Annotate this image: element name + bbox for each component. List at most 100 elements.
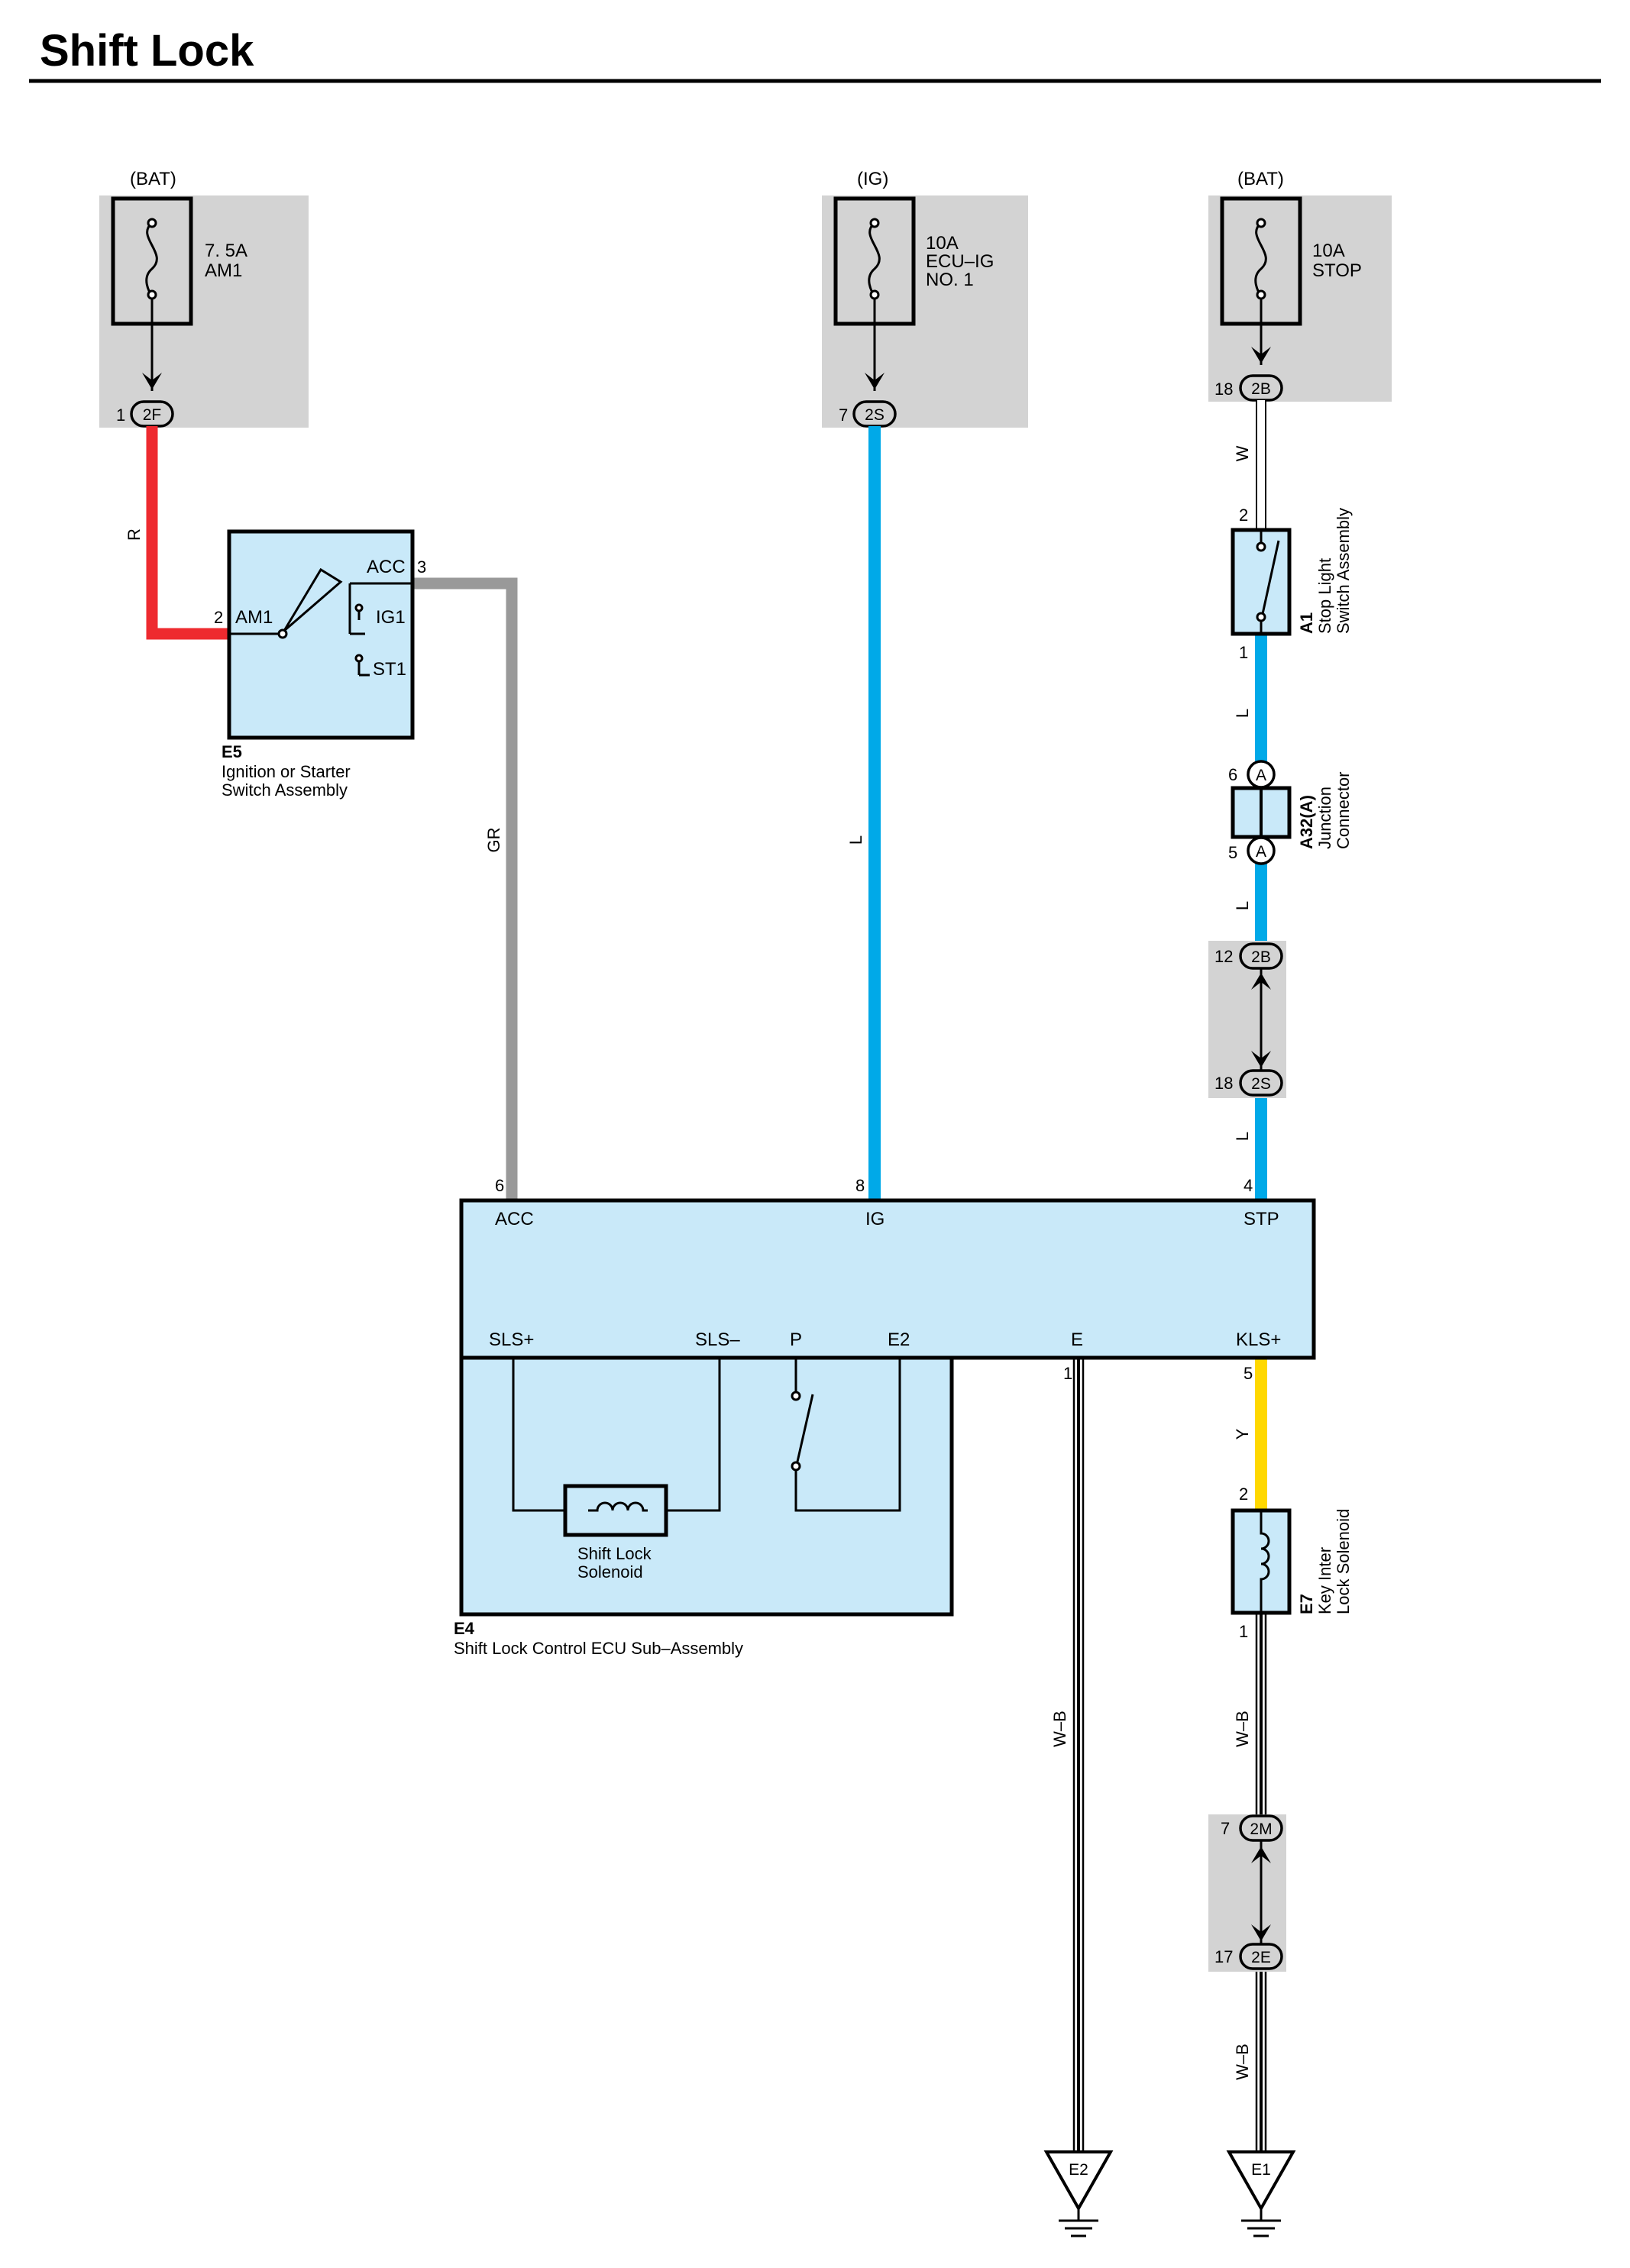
stop-light-switch-pin-top: 2 [1239, 506, 1248, 525]
wire-blue-3-label: L [1233, 1132, 1252, 1141]
fuse-am1-pin: 1 [116, 405, 125, 425]
junction-2b-pin: 12 [1214, 947, 1233, 966]
ecu-upper-body [459, 1198, 1316, 1360]
wire-wb-right-2 [1255, 1972, 1267, 2152]
ecu-pin-e2: E2 [888, 1329, 910, 1350]
shift-lock-solenoid-label-1: Shift Lock [577, 1544, 652, 1563]
ecu-pin-stp: STP [1244, 1209, 1279, 1229]
fuse-am1-arrow-icon [142, 373, 162, 389]
junction-2e-down-arrow-icon [1251, 1924, 1271, 1941]
wire-blue-ig-label: L [846, 835, 865, 845]
ground-e1: E1 [1226, 2150, 1296, 2237]
fuse-am1-source: (BAT) [130, 169, 176, 189]
key-interlock-id: E7 [1297, 1594, 1316, 1614]
fuse-ecu-ig-name-2: NO. 1 [926, 270, 974, 290]
stop-light-switch-contact-icon [1261, 540, 1280, 615]
junction-2e-connector [1239, 1943, 1283, 1970]
fuse-stop-element-icon [1254, 221, 1267, 297]
wire-wb-left-label: W–B [1050, 1711, 1069, 1747]
ignition-switch-name-2: Switch Assembly [222, 780, 348, 800]
junction-2s-pin: 18 [1214, 1074, 1233, 1093]
stop-light-switch-name-2: Switch Assembly [1334, 508, 1353, 634]
wire-gray-label: GR [484, 828, 503, 853]
ecu-pin-p: P [790, 1329, 802, 1350]
wire-yellow-label: Y [1233, 1428, 1252, 1439]
key-interlock-name-1: Key Inter [1315, 1547, 1334, 1614]
stop-light-switch-id: A1 [1297, 612, 1316, 634]
ecu-pin-e: E [1071, 1329, 1083, 1350]
junction-connector-pin-bottom: 5 [1228, 843, 1237, 862]
junction-2s-down-arrow-icon [1251, 1051, 1271, 1068]
key-interlock-coil-icon [1260, 1510, 1270, 1613]
ecu-pin-ig: IG [865, 1209, 885, 1229]
ignition-switch-pin-acc: ACC [367, 557, 406, 577]
junction-2b-2s: 2B 12 2S 18 [1208, 941, 1286, 1098]
ecu-pin-num-ig: 8 [855, 1176, 865, 1195]
ignition-switch-pin-num-am1: 2 [214, 608, 223, 627]
junction-connector-conn-bottom: A [1256, 843, 1266, 861]
ecu-pin-num-e: 1 [1063, 1364, 1072, 1383]
junction-connector-pin-top: 6 [1228, 765, 1237, 784]
fuse-ecu-ig-pin: 7 [839, 405, 848, 425]
junction-2e-conn-label: 2E [1251, 1949, 1271, 1966]
stop-light-switch-pin-bottom: 1 [1239, 643, 1248, 662]
ignition-switch-name-1: Ignition or Starter [222, 762, 351, 781]
shift-lock-ecu: 6 8 4 ACC IG STP SLS+ SLS– P E2 E KLS+ 1… [454, 1176, 1316, 1658]
junction-connector: A A 6 5 A32(A) Junction Connector [1228, 760, 1353, 865]
key-interlock-pin-top: 2 [1239, 1485, 1248, 1504]
stop-light-switch-name-1: Stop Light [1315, 558, 1334, 634]
fuse-ecu-ig-group: (IG) 10A ECU–IG NO. 1 2S 7 [822, 169, 1028, 428]
fuse-am1-rating: 7. 5A [205, 241, 247, 261]
wire-blue-2-label: L [1233, 901, 1252, 910]
ground-e2-label: E2 [1069, 2161, 1088, 2179]
wire-red-label: R [125, 528, 144, 541]
key-interlock-pin-bottom: 1 [1239, 1622, 1248, 1641]
fuse-stop-arrow-icon [1251, 347, 1271, 363]
junction-2b-conn-label: 2B [1251, 948, 1271, 966]
fuse-stop-pin: 18 [1214, 380, 1233, 399]
fuse-am1-name: AM1 [205, 260, 242, 281]
wire-wb-right-2-label: W–B [1233, 2043, 1252, 2080]
ignition-switch-id: E5 [222, 742, 242, 761]
fuse-am1-group: (BAT) 7. 5A AM1 2F 1 [99, 169, 309, 428]
ecu-pin-kls-plus: KLS+ [1236, 1329, 1281, 1350]
junction-2m-2e: 2M 7 2E 17 [1208, 1814, 1286, 1972]
fuse-am1-element-icon [145, 221, 158, 297]
ecu-id: E4 [454, 1619, 475, 1638]
junction-2m-pin: 7 [1221, 1819, 1230, 1838]
junction-connector-name-1: Junction [1315, 787, 1334, 849]
key-interlock-solenoid: 2 1 E7 Key Inter Lock Solenoid [1231, 1485, 1353, 1641]
fuse-ecu-ig-box [822, 195, 1028, 428]
wire-wb-right-1 [1255, 1613, 1267, 1816]
ecu-pin-sls-minus: SLS– [695, 1329, 740, 1350]
ground-e1-label: E1 [1251, 2161, 1271, 2179]
junction-2m-up-arrow-icon [1251, 1846, 1271, 1863]
wire-wb-left [1072, 1358, 1085, 2152]
junction-2s-conn-label: 2S [1251, 1075, 1271, 1093]
junction-connector-id: A32(A) [1297, 795, 1316, 849]
wire-blue-1-label: L [1233, 709, 1252, 718]
ignition-switch-pin-am1: AM1 [235, 607, 273, 628]
ecu-p-switch-contact-icon [796, 1394, 814, 1462]
junction-connector-pin-bottom-circle [1247, 836, 1276, 865]
page-title: Shift Lock [40, 26, 254, 76]
ignition-switch-pin-ig1: IG1 [376, 607, 406, 628]
wire-gray [412, 577, 518, 1200]
wire-white-label: W [1233, 445, 1252, 461]
ignition-switch-contact-icon [283, 567, 343, 632]
wire-wb-right-1-label: W–B [1233, 1711, 1252, 1747]
shift-lock-solenoid-label-2: Solenoid [577, 1562, 643, 1581]
junction-2e-pin: 17 [1214, 1947, 1233, 1966]
fuse-ecu-ig-name-1: ECU–IG [926, 251, 994, 272]
fuse-am1-conn-label: 2F [143, 406, 162, 424]
fuse-am1-box [99, 195, 309, 428]
ground-e2: E2 [1043, 2150, 1114, 2237]
fuse-ecu-ig-rating: 10A [926, 233, 959, 254]
ground-e2-triangle-icon [1043, 2150, 1114, 2212]
fuse-ecu-ig-arrow-icon [865, 373, 885, 389]
junction-2b-connector [1239, 942, 1283, 970]
ecu-pin-sls-plus: SLS+ [489, 1329, 534, 1350]
ignition-switch-pin-st1: ST1 [373, 659, 406, 680]
fuse-stop-source: (BAT) [1237, 169, 1284, 189]
fuse-ecu-ig-source: (IG) [857, 169, 888, 189]
